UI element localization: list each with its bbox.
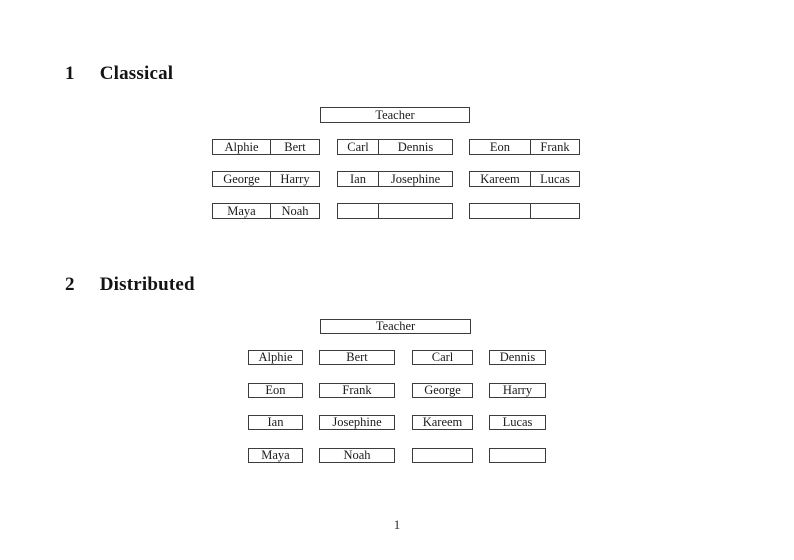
seat-name: Noah xyxy=(270,204,319,218)
seat-name: George xyxy=(223,172,260,186)
seat-name xyxy=(378,204,452,218)
desk-2seat: Kareem Lucas xyxy=(469,171,580,187)
desk-2seat xyxy=(469,203,580,219)
desk-2seat xyxy=(337,203,453,219)
seat-name: Kareem xyxy=(480,172,520,186)
desk-box: Ian xyxy=(248,415,303,430)
desk-box: Josephine xyxy=(319,415,395,430)
desk-2seat: Carl Dennis xyxy=(337,139,453,155)
desk-box: Carl xyxy=(412,350,473,365)
seat-name: Maya xyxy=(227,204,256,218)
desk-box: Harry xyxy=(489,383,546,398)
desk-2seat: Ian Josephine xyxy=(337,171,453,187)
teacher-box: Teacher xyxy=(320,319,471,334)
section-heading-classical: 1 Classical xyxy=(65,63,173,85)
seat-name xyxy=(470,204,530,218)
seat-name: Ian xyxy=(350,172,366,186)
seat-name xyxy=(338,204,378,218)
page-number: 1 xyxy=(393,517,401,532)
desk-box: Dennis xyxy=(489,350,546,365)
desk-2seat: Eon Frank xyxy=(469,139,580,155)
seat-name: Carl xyxy=(347,140,369,154)
section-title: Classical xyxy=(99,63,174,84)
section-number: 2 xyxy=(65,274,75,295)
section-title: Distributed xyxy=(99,274,195,295)
section-number: 1 xyxy=(65,63,75,84)
desk-box: Alphie xyxy=(248,350,303,365)
desk-box: Bert xyxy=(319,350,395,365)
seat-name: Dennis xyxy=(378,140,452,154)
desk-box xyxy=(412,448,473,463)
desk-2seat: George Harry xyxy=(212,171,320,187)
seat-name: Frank xyxy=(530,140,579,154)
desk-box: Eon xyxy=(248,383,303,398)
desk-box: Frank xyxy=(319,383,395,398)
seat-name: Harry xyxy=(270,172,319,186)
desk-box xyxy=(489,448,546,463)
desk-box: George xyxy=(412,383,473,398)
seat-name: Eon xyxy=(489,140,511,154)
desk-box: Lucas xyxy=(489,415,546,430)
seat-name xyxy=(530,204,579,218)
desk-box: Kareem xyxy=(412,415,473,430)
seat-name: Bert xyxy=(270,140,319,154)
seat-name: Lucas xyxy=(530,172,579,186)
desk-box: Maya xyxy=(248,448,303,463)
desk-box: Noah xyxy=(319,448,395,463)
seat-name: Alphie xyxy=(224,140,259,154)
desk-2seat: Alphie Bert xyxy=(212,139,320,155)
seat-name: Josephine xyxy=(378,172,452,186)
teacher-box: Teacher xyxy=(320,107,470,123)
desk-2seat: Maya Noah xyxy=(212,203,320,219)
section-heading-distributed: 2 Distributed xyxy=(65,274,195,296)
